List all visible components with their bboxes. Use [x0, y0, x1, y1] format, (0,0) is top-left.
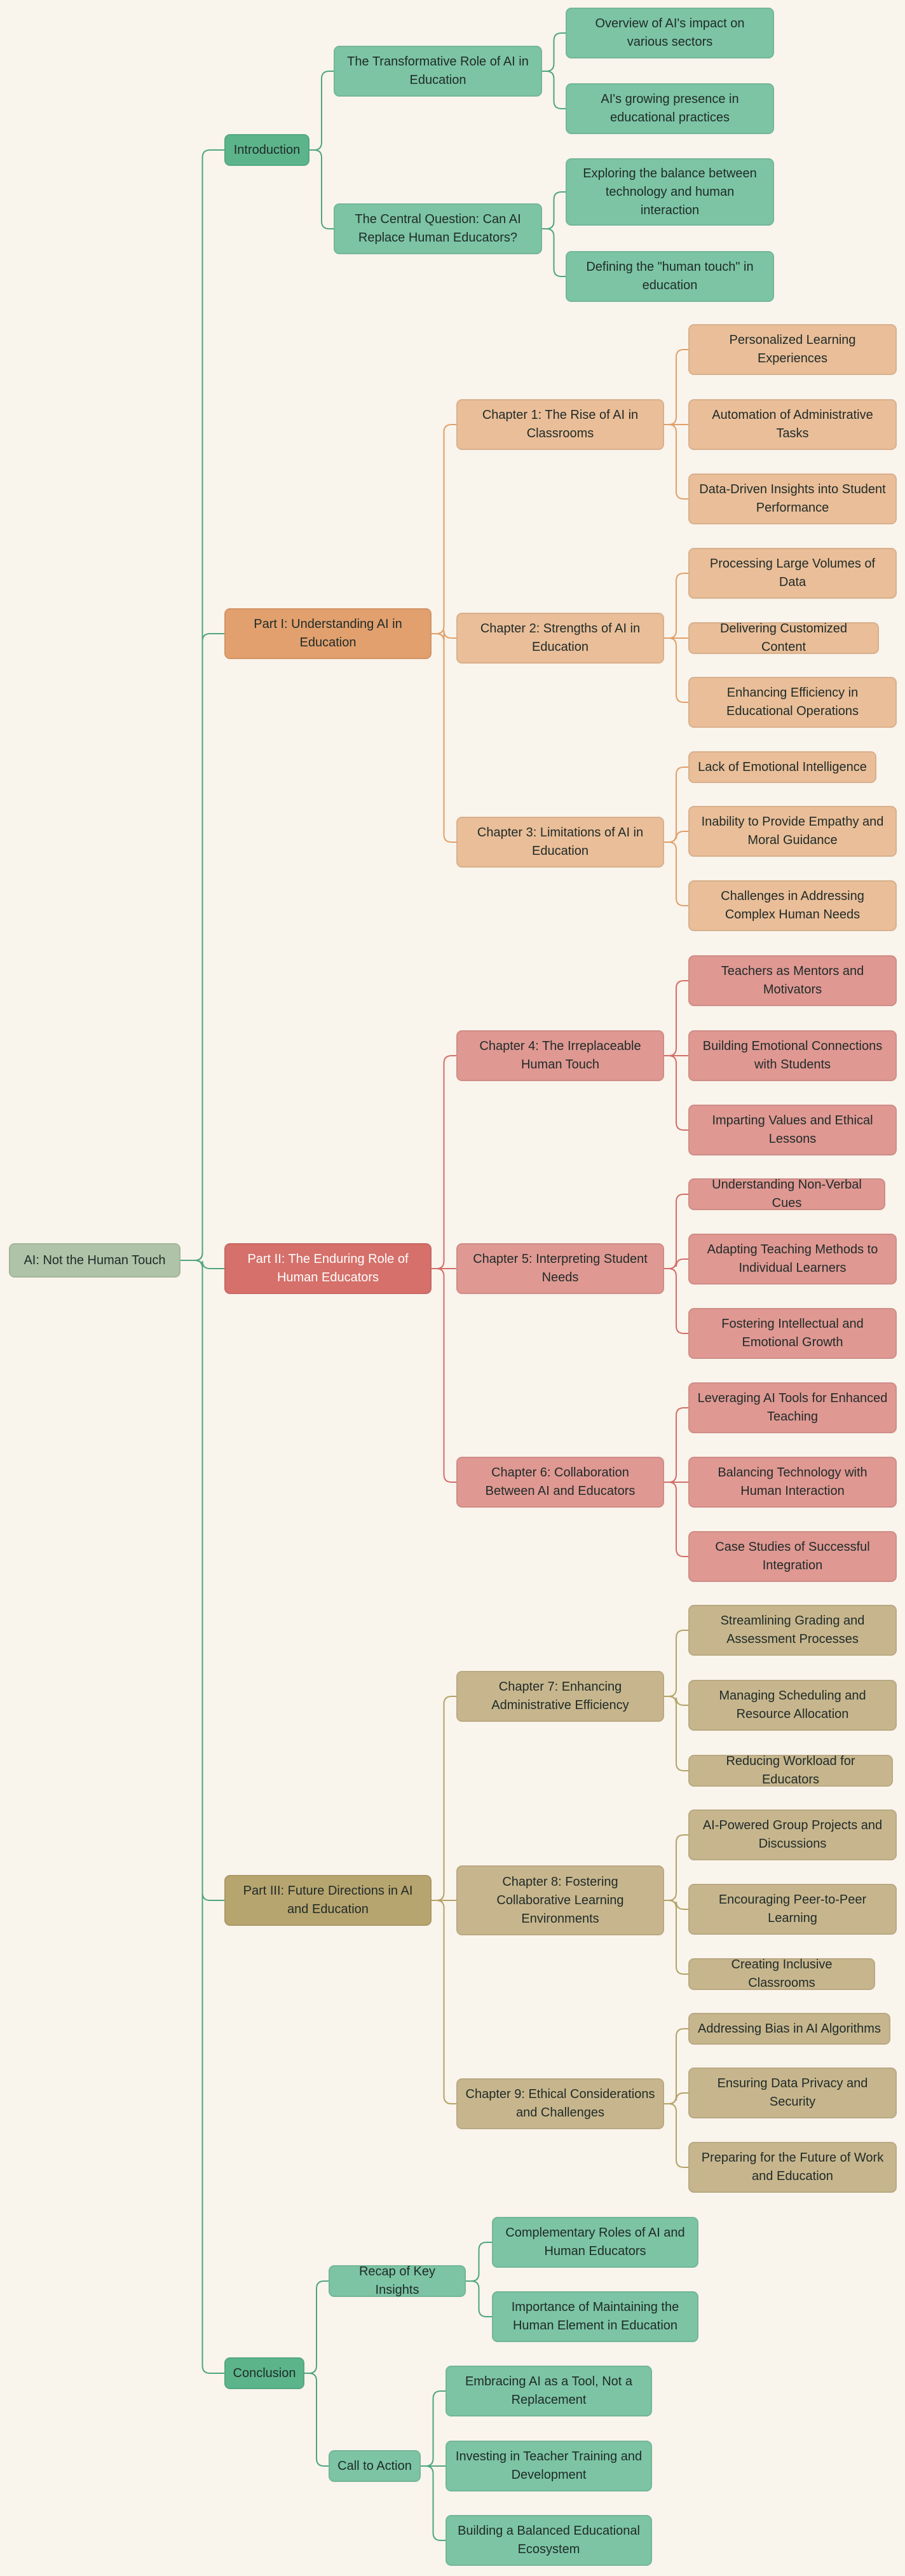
connector-line [664, 1194, 688, 1269]
section-part-3[interactable]: Part III: Future Directions in AI and Ed… [224, 1875, 432, 1926]
chapter-item[interactable]: Processing Large Volumes of Data [688, 548, 897, 599]
chapter-3[interactable]: Chapter 3: Limitations of AI in Educatio… [456, 817, 664, 868]
connector-line [432, 424, 456, 634]
chapter-6[interactable]: Chapter 6: Collaboration Between AI and … [456, 1457, 664, 1508]
chapter-item[interactable]: Managing Scheduling and Resource Allocat… [688, 1680, 897, 1731]
intro-topic-transformative-role[interactable]: The Transformative Role of AI in Educati… [334, 46, 542, 97]
connector-line [664, 1055, 688, 1131]
connector-line [310, 71, 334, 151]
connector-line [466, 2242, 492, 2282]
chapter-item[interactable]: Ensuring Data Privacy and Security [688, 2068, 897, 2118]
connector-line [542, 71, 566, 109]
connector-line [664, 424, 688, 500]
chapter-9[interactable]: Chapter 9: Ethical Considerations and Ch… [456, 2078, 664, 2129]
intro-item[interactable]: Overview of AI's impact on various secto… [566, 8, 774, 58]
connector-line [664, 349, 688, 425]
chapter-item[interactable]: Teachers as Mentors and Motivators [688, 955, 897, 1006]
conclusion-item[interactable]: Importance of Maintaining the Human Elem… [492, 2291, 698, 2342]
chapter-item[interactable]: AI-Powered Group Projects and Discussion… [688, 1809, 897, 1860]
connector-line [432, 1268, 456, 1483]
connector-line [664, 2103, 688, 2168]
chapter-item[interactable]: Data-Driven Insights into Student Perfor… [688, 474, 897, 524]
connector-line [664, 842, 688, 906]
connector-line [664, 1900, 688, 1975]
section-conclusion[interactable]: Conclusion [224, 2357, 304, 2389]
intro-item[interactable]: AI's growing presence in educational pra… [566, 83, 774, 134]
connector-line [432, 1055, 456, 1269]
chapter-item[interactable]: Challenges in Addressing Complex Human N… [688, 880, 897, 931]
connector-line [542, 228, 566, 277]
connector-line [466, 2280, 492, 2317]
conclusion-item[interactable]: Investing in Teacher Training and Develo… [446, 2441, 652, 2491]
connector-line [664, 831, 688, 843]
chapter-item[interactable]: Leveraging AI Tools for Enhanced Teachin… [688, 1382, 897, 1433]
chapter-item[interactable]: Case Studies of Successful Integration [688, 1531, 897, 1582]
chapter-item[interactable]: Imparting Values and Ethical Lessons [688, 1105, 897, 1155]
connector-line [310, 149, 334, 229]
chapter-5[interactable]: Chapter 5: Interpreting Student Needs [456, 1243, 664, 1294]
connector-line [664, 637, 688, 703]
chapter-item[interactable]: Encouraging Peer-to-Peer Learning [688, 1884, 897, 1935]
connector-line [664, 2092, 688, 2104]
conclusion-topic-call-to-action[interactable]: Call to Action [329, 2450, 421, 2482]
section-part-1[interactable]: Part I: Understanding AI in Education [224, 608, 432, 659]
chapter-item[interactable]: Delivering Customized Content [688, 622, 879, 654]
connector-line [664, 1407, 688, 1483]
connector-line [664, 1258, 688, 1269]
chapter-item[interactable]: Automation of Administrative Tasks [688, 399, 897, 450]
chapter-item[interactable]: Lack of Emotional Intelligence [688, 751, 876, 783]
chapter-item[interactable]: Enhancing Efficiency in Educational Oper… [688, 677, 897, 728]
connector-line [664, 1834, 688, 1901]
chapter-1[interactable]: Chapter 1: The Rise of AI in Classrooms [456, 399, 664, 450]
chapter-4[interactable]: Chapter 4: The Irreplaceable Human Touch [456, 1030, 664, 1081]
connector-line [432, 633, 456, 843]
connector-line [180, 633, 224, 1261]
connector-line [542, 191, 566, 229]
connector-line [664, 1696, 688, 1771]
chapter-item[interactable]: Understanding Non-Verbal Cues [688, 1178, 885, 1210]
chapter-item[interactable]: Reducing Workload for Educators [688, 1754, 893, 1787]
connector-line [421, 2390, 446, 2467]
connector-line [432, 1900, 456, 2104]
chapter-item[interactable]: Adapting Teaching Methods to Individual … [688, 1234, 897, 1285]
connector-line [421, 2465, 446, 2541]
connector-line [304, 2280, 329, 2374]
chapter-7[interactable]: Chapter 7: Enhancing Administrative Effi… [456, 1671, 664, 1722]
connector-line [180, 1260, 224, 2374]
connector-line [542, 32, 566, 72]
chapter-item[interactable]: Building Emotional Connections with Stud… [688, 1030, 897, 1081]
conclusion-item[interactable]: Building a Balanced Educational Ecosyste… [446, 2515, 652, 2566]
chapter-8[interactable]: Chapter 8: Fostering Collaborative Learn… [456, 1865, 664, 1935]
chapter-item[interactable]: Inability to Provide Empathy and Moral G… [688, 806, 897, 857]
connector-line [664, 1482, 688, 1557]
chapter-item[interactable]: Addressing Bias in AI Algorithms [688, 2013, 890, 2045]
chapter-item[interactable]: Preparing for the Future of Work and Edu… [688, 2142, 897, 2193]
connector-line [664, 980, 688, 1056]
chapter-item[interactable]: Personalized Learning Experiences [688, 324, 897, 375]
connector-line [664, 1268, 688, 1334]
chapter-item[interactable]: Balancing Technology with Human Interact… [688, 1457, 897, 1508]
conclusion-item[interactable]: Embracing AI as a Tool, Not a Replacemen… [446, 2366, 652, 2416]
chapter-item[interactable]: Creating Inclusive Classrooms [688, 1958, 875, 1990]
section-part-2[interactable]: Part II: The Enduring Role of Human Educ… [224, 1243, 432, 1294]
chapter-2[interactable]: Chapter 2: Strengths of AI in Education [456, 613, 664, 664]
intro-item[interactable]: Defining the "human touch" in education [566, 251, 774, 302]
intro-item[interactable]: Exploring the balance between technology… [566, 158, 774, 226]
intro-topic-central-question[interactable]: The Central Question: Can AI Replace Hum… [334, 203, 542, 254]
root-node[interactable]: AI: Not the Human Touch [9, 1243, 180, 1278]
chapter-item[interactable]: Fostering Intellectual and Emotional Gro… [688, 1308, 897, 1359]
connector-line [304, 2373, 329, 2467]
connector-line [664, 573, 688, 639]
conclusion-item[interactable]: Complementary Roles of AI and Human Educ… [492, 2217, 698, 2268]
connector-line [432, 1696, 456, 1901]
chapter-item[interactable]: Streamlining Grading and Assessment Proc… [688, 1605, 897, 1656]
conclusion-topic-recap[interactable]: Recap of Key Insights [329, 2265, 466, 2297]
connector-line [664, 1630, 688, 1697]
section-introduction[interactable]: Introduction [224, 134, 310, 166]
